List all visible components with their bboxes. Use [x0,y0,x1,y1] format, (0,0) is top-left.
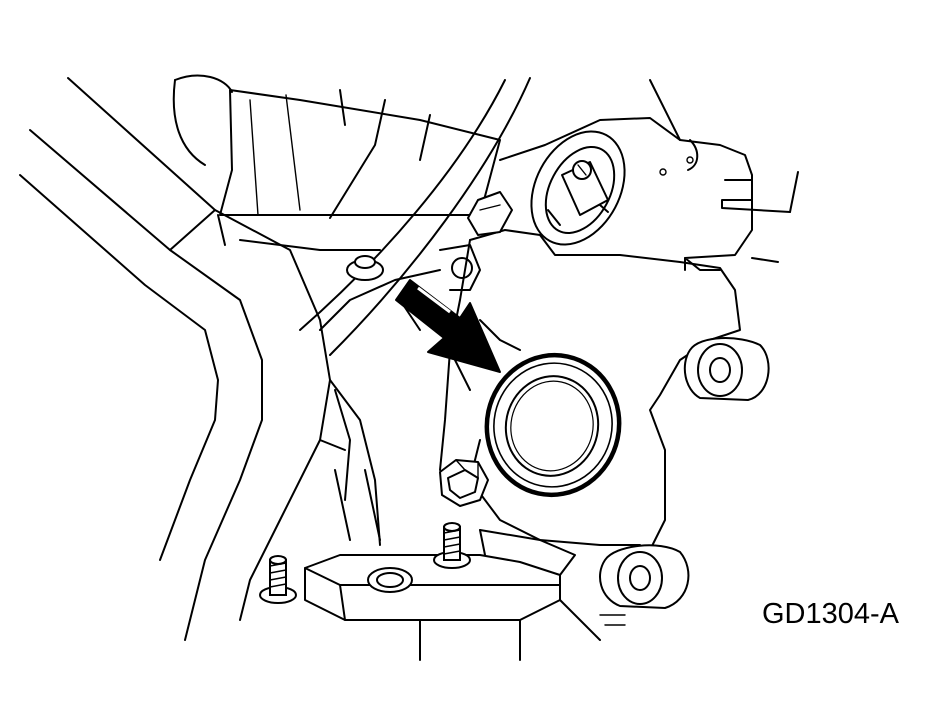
cover-plate [319,229,741,551]
crankshaft-seal [484,352,622,498]
stud-bolt [346,244,481,291]
sensor [530,130,626,246]
pointer-arrow [395,279,501,373]
mounting-base [304,529,626,661]
left-frame [19,77,331,641]
upper-bolt [467,191,513,236]
upper-housing [172,74,501,251]
figure-id-label: GD1304-A [762,598,900,630]
threaded-stud-right [433,522,471,569]
mount-ear-lower [599,544,690,609]
mount-ear-upper [683,337,770,401]
threaded-stud-left [259,555,297,604]
hex-bolt [439,459,489,507]
sensor-bracket [499,79,799,271]
belt-arc [299,77,531,356]
